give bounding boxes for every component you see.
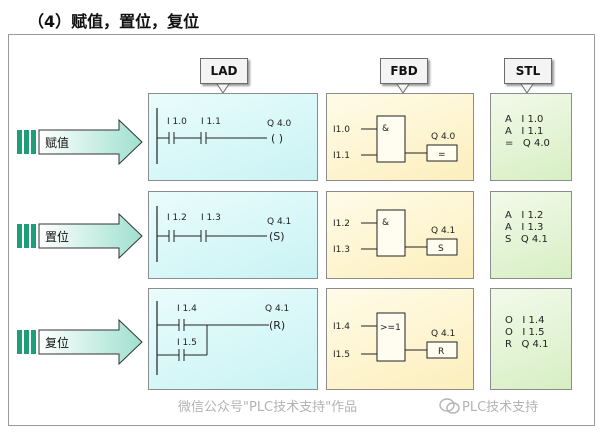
row1-lad-output: Q 4.0 bbox=[267, 119, 292, 129]
watermark-brand: PLC技术支持 bbox=[462, 400, 539, 415]
row1-stl-line2: A I 1.1 bbox=[505, 126, 544, 137]
row2-stl-line1: A I 1.2 bbox=[505, 210, 544, 221]
row3-fbd-input1: I1.4 bbox=[333, 322, 350, 332]
row2-fbd-diagram: I1.2 I1.3 & Q 4.1 S bbox=[333, 209, 458, 257]
row2-fbd-func: S bbox=[438, 244, 444, 254]
row2-label: 置位 bbox=[45, 230, 70, 244]
row3-label: 复位 bbox=[45, 336, 70, 350]
row3-stl-line2: O I 1.5 bbox=[505, 327, 545, 338]
row2-lad-contact1: I 1.2 bbox=[167, 213, 187, 223]
row1-lad-coil: ( ) bbox=[271, 132, 283, 145]
row2-arrow bbox=[17, 212, 143, 260]
header-fbd-arrow bbox=[396, 84, 410, 94]
row1-stl-line3: = Q 4.0 bbox=[505, 138, 550, 149]
row1-stl-line1: A I 1.0 bbox=[505, 114, 544, 125]
row3-lad-diagram: I 1.4 I 1.5 Q 4.1 (R) bbox=[156, 301, 289, 375]
row3-fbd-output: Q 4.1 bbox=[431, 329, 455, 339]
row3-fbd-input2: I1.5 bbox=[333, 350, 350, 360]
row1-fbd-panel: I1.0 I1.1 & Q 4.0 = bbox=[326, 93, 474, 181]
row3-lad-contact2: I 1.5 bbox=[177, 338, 197, 348]
row3-fbd-func: R bbox=[438, 347, 444, 357]
row2-lad-output: Q 4.1 bbox=[267, 217, 291, 227]
row2-fbd-output: Q 4.1 bbox=[431, 226, 455, 236]
header-stl-arrow bbox=[520, 84, 534, 94]
row2-fbd-input1: I1.2 bbox=[333, 219, 350, 229]
row3-stl-line1: O I 1.4 bbox=[505, 315, 545, 326]
header-stl: STL bbox=[504, 58, 552, 84]
row3-fbd-op: >=1 bbox=[380, 323, 401, 333]
row3-lad-panel: I 1.4 I 1.5 Q 4.1 (R) bbox=[148, 288, 318, 390]
row3-arrow bbox=[17, 318, 143, 366]
row1-stl-panel: A I 1.0 A I 1.1 = Q 4.0 bbox=[490, 93, 572, 181]
row2-stl-panel: A I 1.2 A I 1.3 S Q 4.1 bbox=[490, 191, 572, 279]
row2-lad-diagram: I 1.2 I 1.3 Q 4.1 (S) bbox=[156, 206, 291, 262]
diagram-frame bbox=[8, 34, 595, 426]
row2-fbd-input2: I1.3 bbox=[333, 245, 350, 255]
row2-stl-line2: A I 1.3 bbox=[505, 222, 544, 233]
page-title: （4）赋值，置位，复位 bbox=[28, 12, 200, 31]
row1-fbd-input2: I1.1 bbox=[333, 151, 350, 161]
row3-lad-coil: (R) bbox=[269, 319, 285, 332]
row3-lad-output: Q 4.1 bbox=[265, 304, 289, 314]
row1-fbd-diagram: I1.0 I1.1 & Q 4.0 = bbox=[333, 115, 458, 163]
row1-lad-panel: I 1.0 I 1.1 Q 4.0 ( ) bbox=[148, 93, 318, 181]
row2-lad-panel: I 1.2 I 1.3 Q 4.1 (S) bbox=[148, 191, 318, 279]
row3-stl-panel: O I 1.4 O I 1.5 R Q 4.1 bbox=[490, 288, 572, 390]
row1-label: 赋值 bbox=[45, 136, 70, 150]
row2-stl-line3: S Q 4.1 bbox=[505, 234, 548, 245]
row3-lad-contact1: I 1.4 bbox=[177, 304, 197, 314]
row2-fbd-panel: I1.2 I1.3 & Q 4.1 S bbox=[326, 191, 474, 279]
header-lad: LAD bbox=[200, 58, 248, 84]
wechat-logo-icon bbox=[439, 398, 460, 414]
row1-fbd-op: & bbox=[382, 124, 389, 134]
row2-lad-contact2: I 1.3 bbox=[201, 213, 221, 223]
watermark-text: 微信公众号"PLC技术支持"作品 bbox=[178, 400, 358, 415]
header-lad-arrow bbox=[216, 84, 230, 94]
row1-fbd-output: Q 4.0 bbox=[431, 132, 456, 142]
row3-fbd-panel: I1.4 I1.5 >=1 Q 4.1 R bbox=[326, 288, 474, 390]
row2-fbd-op: & bbox=[382, 218, 389, 228]
row1-lad-diagram: I 1.0 I 1.1 Q 4.0 ( ) bbox=[156, 108, 292, 164]
row3-fbd-diagram: I1.4 I1.5 >=1 Q 4.1 R bbox=[333, 312, 458, 362]
row1-fbd-input1: I1.0 bbox=[333, 125, 350, 135]
header-fbd: FBD bbox=[380, 58, 428, 84]
row1-fbd-func: = bbox=[438, 150, 446, 160]
row2-lad-coil: (S) bbox=[269, 230, 285, 243]
row1-arrow bbox=[17, 118, 143, 166]
row3-stl-line3: R Q 4.1 bbox=[505, 339, 549, 350]
row1-lad-contact1: I 1.0 bbox=[167, 117, 187, 127]
row1-lad-contact2: I 1.1 bbox=[201, 117, 221, 127]
